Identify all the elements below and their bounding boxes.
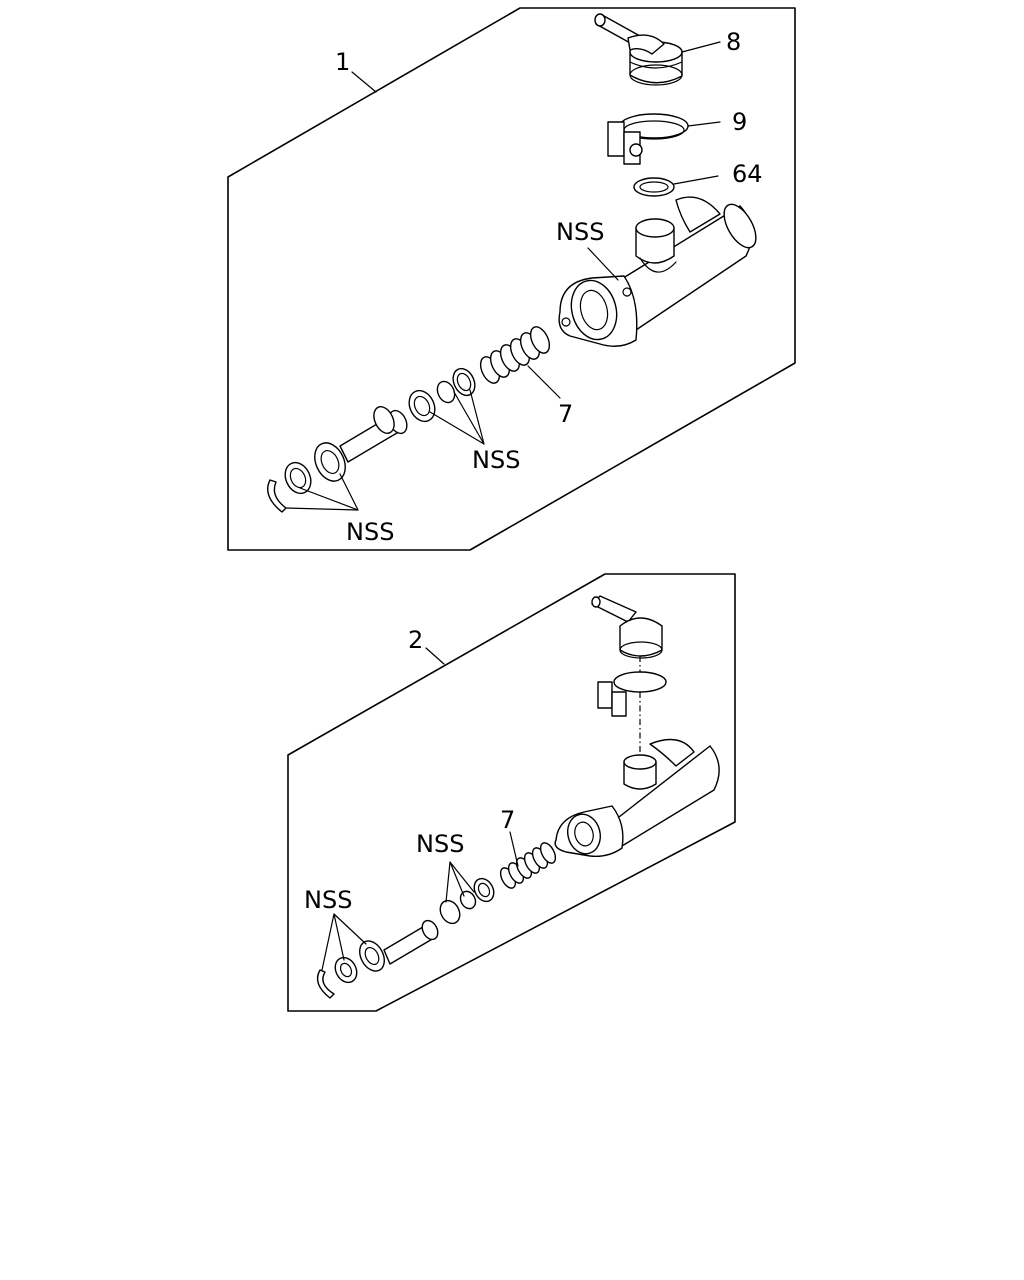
assembly-1-leader <box>351 71 377 93</box>
clamp-9-leader <box>687 121 721 127</box>
spring-7-bottom-leader <box>509 831 519 867</box>
clamp-9-label: 9 <box>732 108 747 136</box>
nss-piston-top-label: NSS <box>346 518 394 546</box>
spring-7-bottom-label: 7 <box>500 806 515 834</box>
reservoir-phantom-part <box>591 595 663 659</box>
cylinder-body-phantom-part <box>554 738 720 858</box>
return-spring-bottom-part <box>499 842 557 889</box>
assembly-2-label: 2 <box>408 626 423 654</box>
piston-bottom-part <box>316 919 439 999</box>
nss-body-leader <box>587 247 619 281</box>
nss-piston-bottom-label: NSS <box>304 886 352 914</box>
nss-body-label: NSS <box>556 218 604 246</box>
seal-64-leader <box>673 175 719 185</box>
reservoir-8-label: 8 <box>726 28 741 56</box>
return-spring-part <box>479 326 551 384</box>
assembly-1-label: 1 <box>335 48 350 76</box>
seal-cups-top-part <box>408 367 476 423</box>
reservoir-8-leader <box>681 41 721 53</box>
piston-top-part <box>267 406 408 513</box>
hose-clamp-part <box>607 113 689 165</box>
spring-7-top-label: 7 <box>558 400 573 428</box>
nss-seals-top-label: NSS <box>472 446 520 474</box>
nss-seals-bottom-label: NSS <box>416 830 464 858</box>
assembly-1-frame <box>227 7 796 551</box>
assembly-1-group: 1 8 9 64 <box>227 7 796 551</box>
assembly-2-group: 2 <box>287 573 736 1012</box>
seal-ring-part <box>633 177 675 197</box>
seal-64-label: 64 <box>732 160 763 188</box>
clamp-phantom-part <box>597 671 667 717</box>
reservoir-cap-part <box>594 13 683 86</box>
nss-seals-top-leader <box>429 391 485 445</box>
assembly-2-frame <box>287 573 736 1012</box>
cylinder-body-part <box>558 196 757 347</box>
assembly-2-leader <box>425 647 445 665</box>
spring-7-top-leader <box>527 365 561 399</box>
